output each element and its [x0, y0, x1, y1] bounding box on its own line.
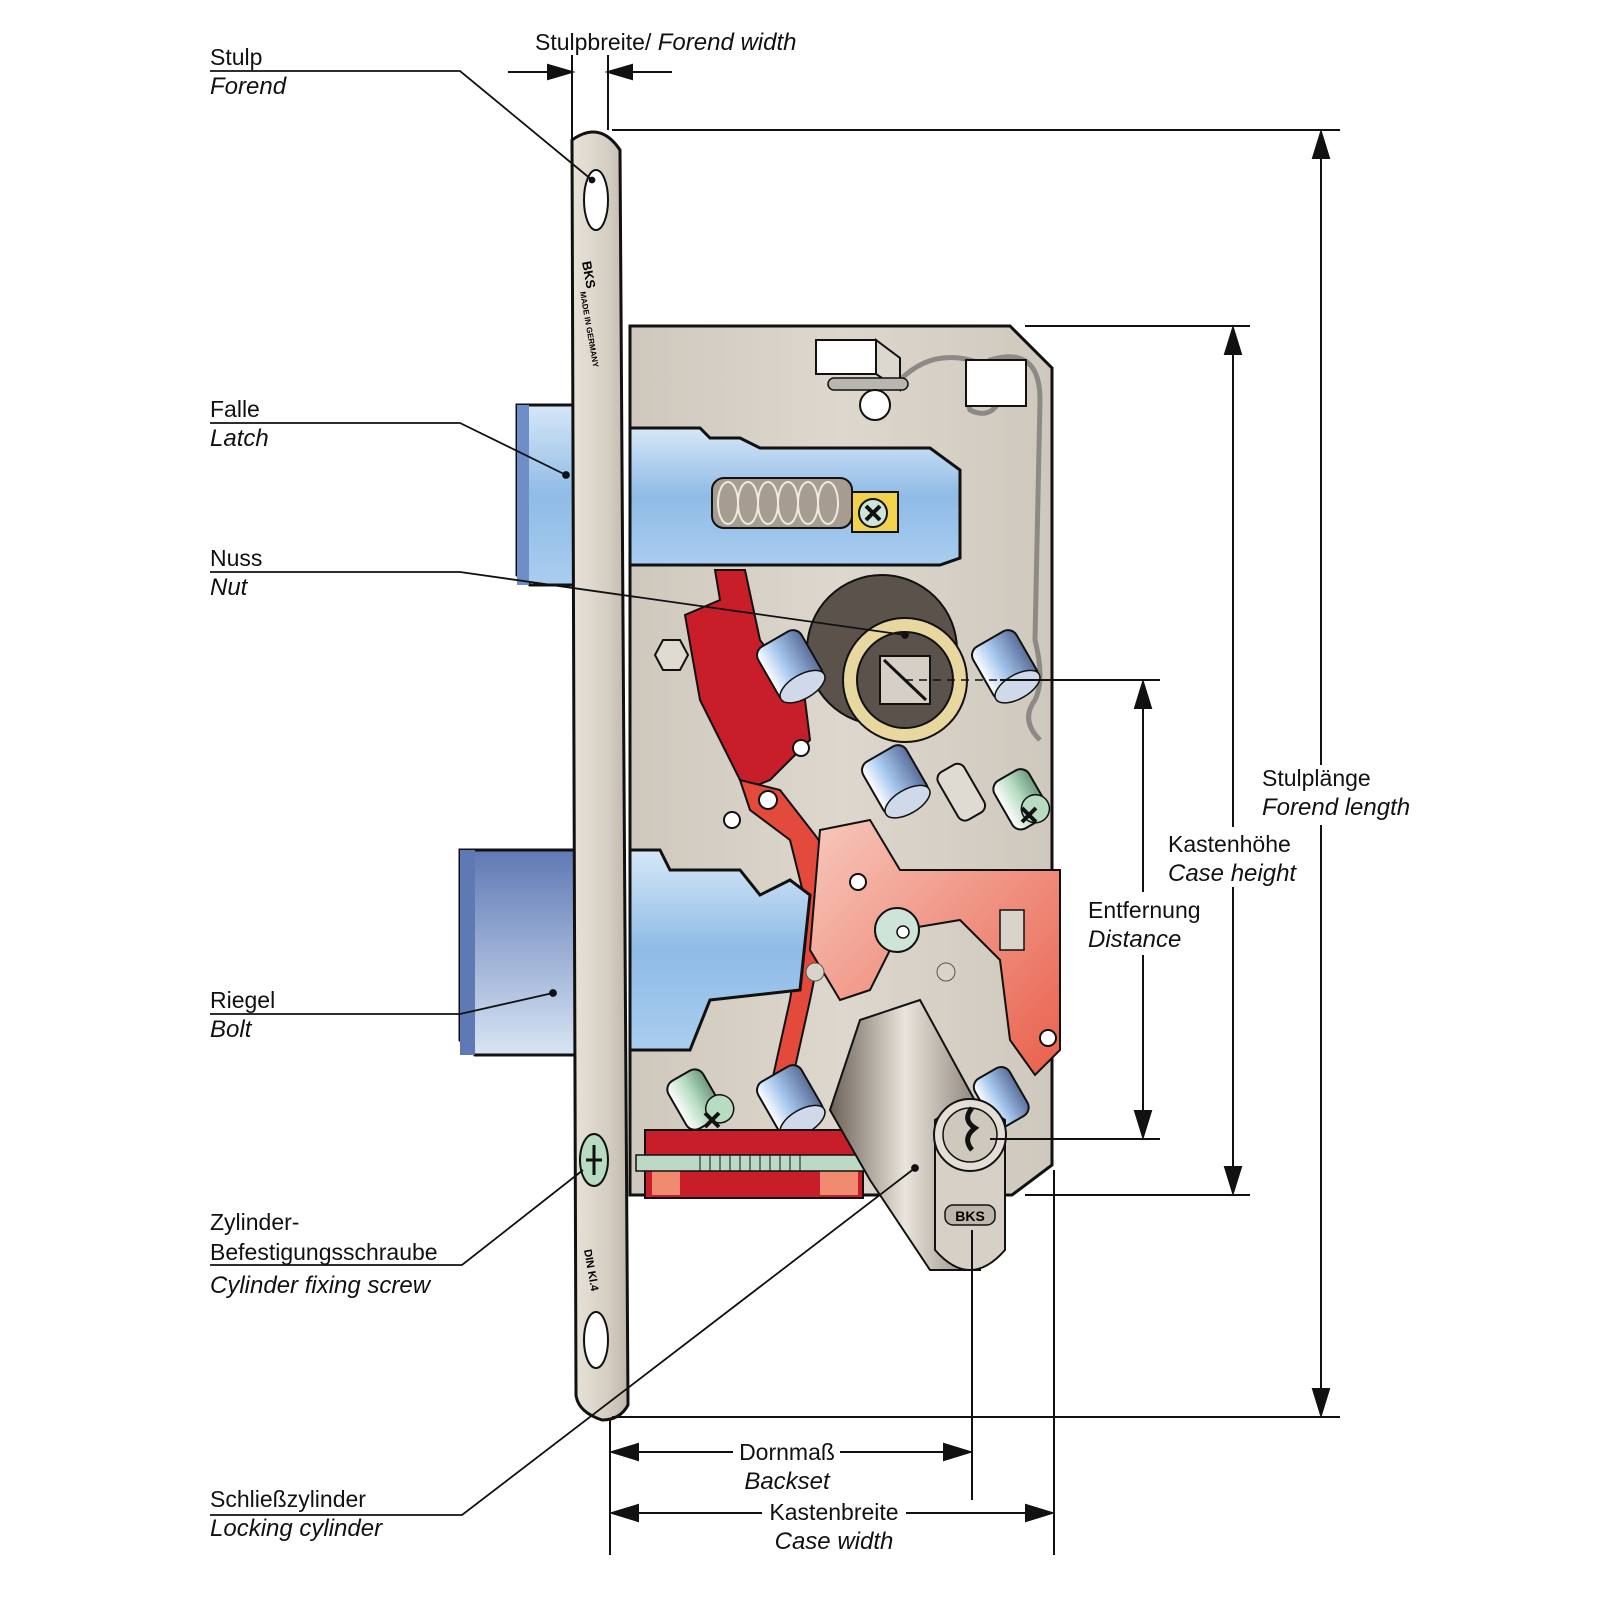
cylinder-logo: BKS [955, 1208, 985, 1224]
locking-lever [808, 818, 1061, 1077]
callout-bolt-de: Riegel [210, 987, 276, 1013]
callout-cylinder-de: Schließzylinder [210, 1486, 366, 1512]
callout-nut-de: Nuss [210, 545, 263, 571]
dim-case-width: Kastenbreite Case width [764, 1497, 904, 1557]
bolt-tail [628, 848, 812, 1052]
callout-nut: Nuss Nut [210, 543, 262, 603]
dim-backset-en: Backset [744, 1468, 830, 1495]
callout-forend-en: Forend [210, 73, 287, 100]
stop-block [815, 339, 877, 375]
forend-screw-hole-top [583, 169, 609, 231]
forend-plate [570, 130, 630, 1422]
callout-latch-en: Latch [210, 425, 269, 452]
dim-forend-length-en: Forend length [1262, 794, 1411, 821]
callout-fixing-screw: Zylinder- Befestigungsschraube Cylinder … [210, 1207, 438, 1301]
dim-case-height-en: Case height [1168, 860, 1297, 887]
callout-fixing-screw-de1: Zylinder- [210, 1209, 300, 1235]
forend-screw-hole-bottom [583, 1311, 609, 1369]
dim-case-height: Kastenhöhe Case height [1168, 829, 1296, 889]
callout-nut-en: Nut [210, 574, 248, 601]
dim-case-height-de: Kastenhöhe [1168, 831, 1291, 857]
red-lever [683, 569, 812, 792]
dim-backset-de: Dornmaß [739, 1439, 835, 1465]
dim-distance-en: Distance [1088, 926, 1182, 953]
callout-latch: Falle Latch [210, 394, 269, 454]
dim-case-width-en: Case width [774, 1528, 894, 1555]
callout-bolt-en: Bolt [210, 1016, 252, 1043]
leader-lines [210, 70, 919, 1516]
stop-block-2 [965, 359, 1027, 407]
callout-bolt: Riegel Bolt [210, 985, 275, 1045]
callout-fixing-screw-de2: Befestigungsschraube [210, 1239, 438, 1265]
dim-forend-width-en: Forend width [657, 29, 797, 56]
callout-cylinder: Schließzylinder Locking cylinder [210, 1484, 382, 1544]
dim-backset: Dornmaß Backset [737, 1437, 837, 1497]
callout-forend: Stulp Forend [210, 42, 286, 102]
callout-cylinder-en: Locking cylinder [210, 1515, 383, 1542]
dim-case-width-de: Kastenbreite [769, 1499, 899, 1525]
dim-forend-width-de: Stulpbreite [535, 29, 645, 55]
callout-fixing-screw-en: Cylinder fixing screw [210, 1272, 431, 1299]
dim-forend-length: Stulplänge Forend length [1262, 763, 1410, 823]
dim-forend-width-sep: / [644, 29, 658, 55]
forend-logo: BKS [579, 260, 599, 290]
dim-distance-de: Entfernung [1088, 897, 1201, 923]
keyway-icon [965, 1106, 980, 1152]
callout-latch-de: Falle [210, 396, 260, 422]
dimension-lines [508, 55, 1340, 1555]
callout-forend-de: Stulp [210, 44, 263, 70]
dim-forend-length-de: Stulplänge [1262, 765, 1371, 791]
dim-forend-width: Stulpbreite/ Forend width [535, 29, 797, 57]
dim-distance: Entfernung Distance [1088, 895, 1201, 955]
